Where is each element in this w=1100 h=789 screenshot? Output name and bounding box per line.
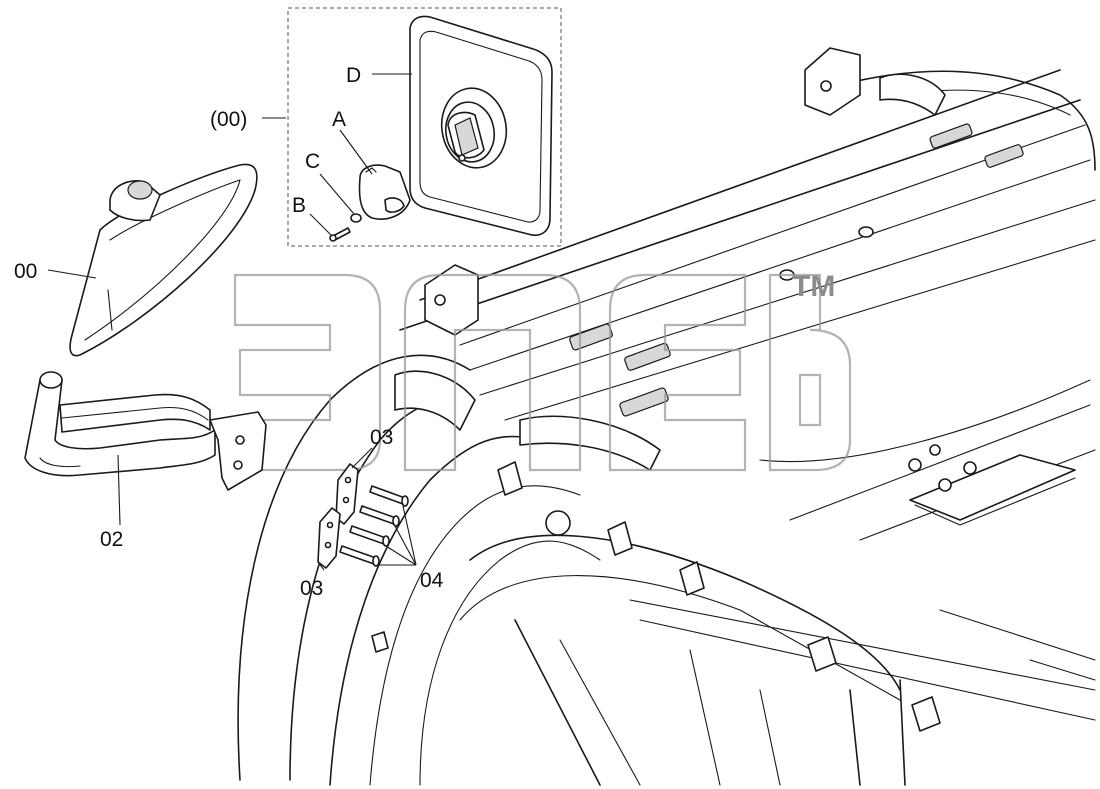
callout-plate-lower: 03 — [300, 577, 323, 600]
callout-d: D — [346, 64, 361, 87]
leader-lines — [47, 73, 417, 571]
callout-stay: 02 — [100, 528, 123, 551]
bolts — [339, 485, 409, 567]
mirror — [69, 163, 258, 357]
callout-c: C — [305, 150, 320, 173]
callout-bolts: 04 — [420, 569, 444, 592]
detail-box — [287, 7, 562, 247]
cab-roof — [237, 47, 1096, 786]
watermark-logo: TM — [233, 270, 852, 472]
plate-lower — [317, 507, 341, 569]
trademark-mark: TM — [792, 270, 835, 303]
mirror-back-plate — [409, 15, 553, 236]
washer-c — [350, 213, 362, 223]
callout-labels: (00) D A C B 00 02 03 03 04 — [14, 64, 444, 600]
callout-a: A — [332, 108, 346, 131]
screw-b — [329, 227, 351, 242]
callout-mirror: 00 — [14, 260, 37, 283]
callout-b: B — [292, 194, 306, 217]
pivot-cap — [358, 164, 411, 220]
callout-plate-upper: 03 — [370, 426, 393, 449]
mirror-stay — [24, 371, 267, 491]
callout-group: (00) — [210, 108, 247, 131]
